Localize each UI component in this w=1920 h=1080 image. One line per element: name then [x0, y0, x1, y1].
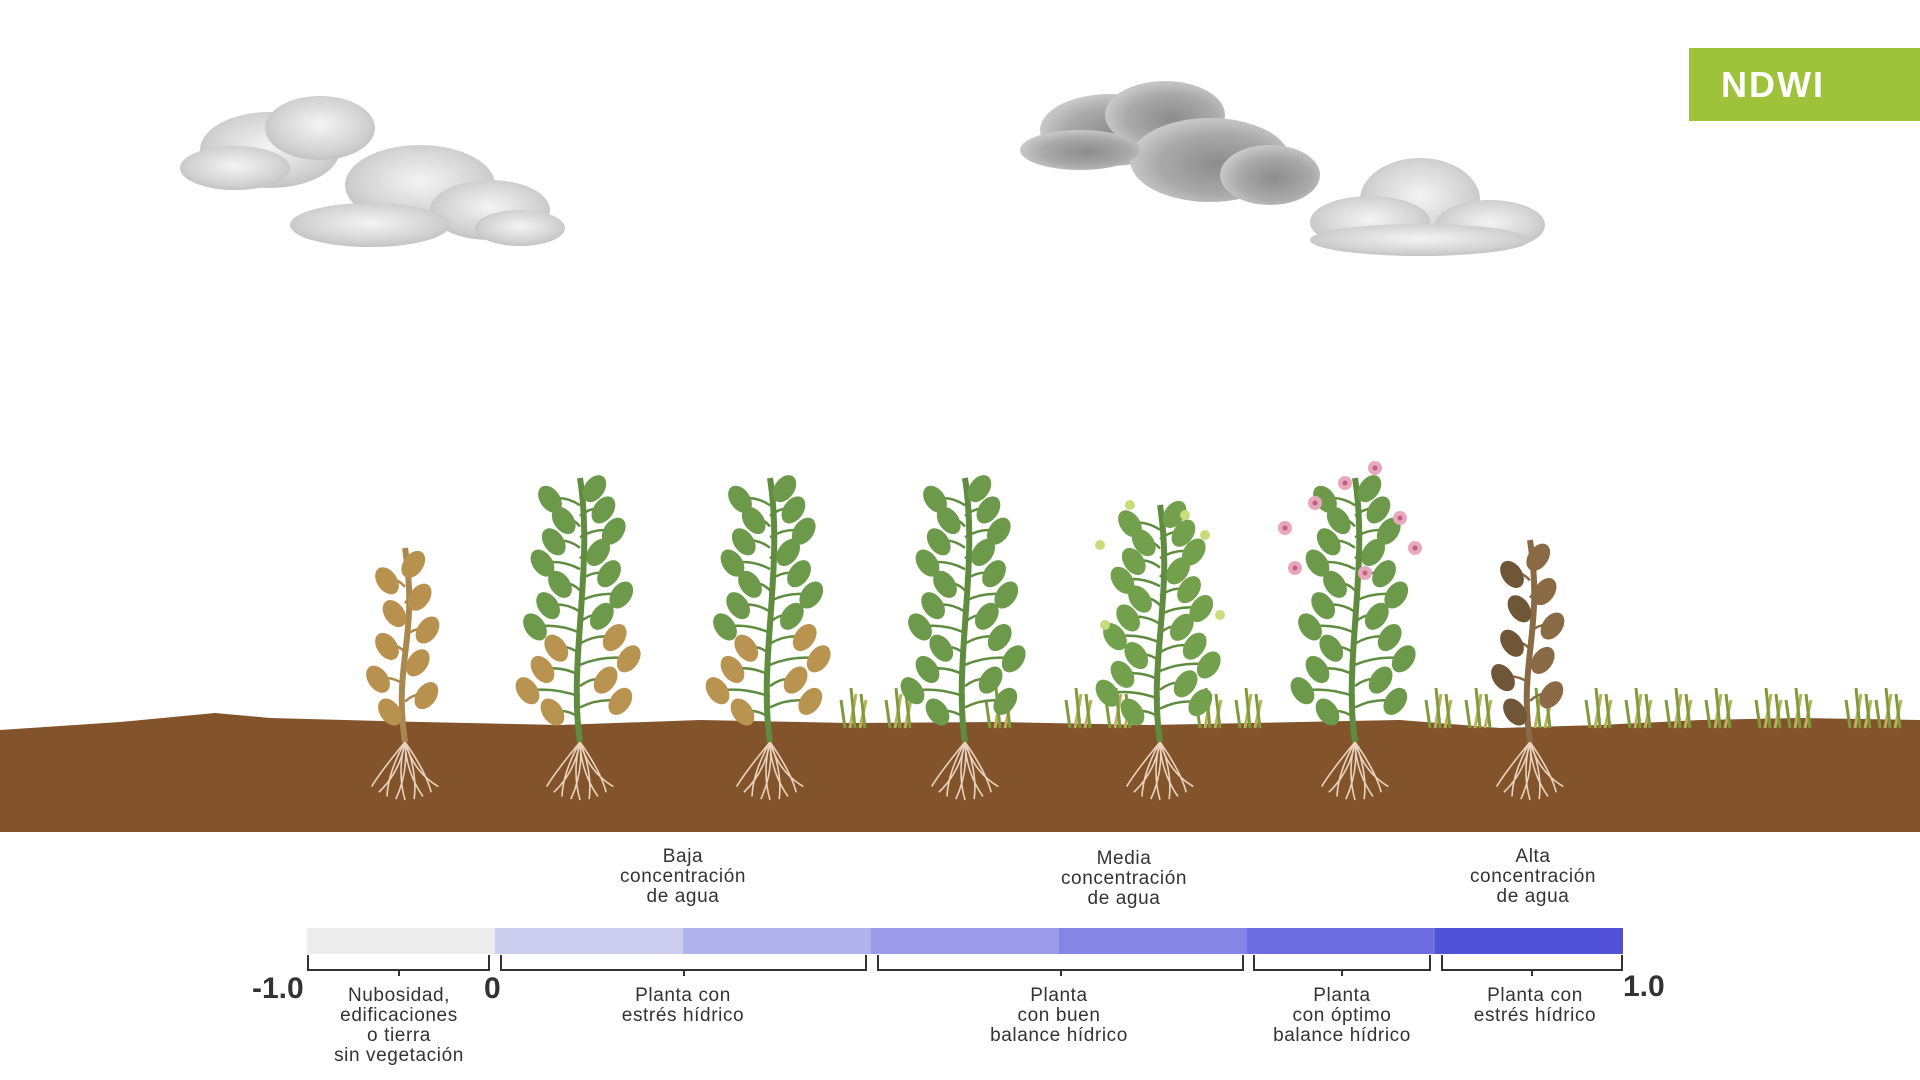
label-high-water: Alta concentración de agua [1469, 846, 1597, 907]
bracket-good-balance [877, 955, 1244, 971]
label-medium-water: Media concentración de agua [1060, 848, 1188, 909]
scale-segment [1059, 928, 1247, 954]
bracket-stress-low [500, 955, 867, 971]
plant-icon [1278, 461, 1422, 801]
cloud-left-icon [180, 96, 565, 247]
plant-icon [705, 475, 831, 801]
label-optimal-balance: Planta con óptimo balance hídrico [1273, 985, 1411, 1046]
bracket-no-vegetation [307, 955, 490, 971]
bracket-optimal-balance [1253, 955, 1431, 971]
plant-icon [515, 475, 641, 801]
scale-segment [1435, 928, 1623, 954]
label-no-vegetation: Nubosidad, edificaciones o tierra sin ve… [334, 985, 464, 1066]
label-low-water: Baja concentración de agua [619, 846, 747, 907]
label-good-balance: Planta con buen balance hídrico [990, 985, 1128, 1046]
plant-icon [900, 475, 1026, 801]
plants [366, 461, 1565, 801]
label-stress-low: Planta con estrés hídrico [621, 985, 745, 1026]
scale-segment [495, 928, 683, 954]
label-stress-high: Planta con estrés hídrico [1473, 985, 1597, 1026]
scale-segment [1247, 928, 1435, 954]
scale-zero-label: 0 [484, 972, 501, 1005]
scale-segment [307, 928, 495, 954]
plant-icon [366, 547, 440, 801]
bracket-stress-high [1441, 955, 1623, 971]
scale-min-label: -1.0 [252, 972, 304, 1005]
soil [0, 713, 1920, 832]
ndwi-badge: NDWI [1689, 48, 1920, 121]
scale-segment [871, 928, 1059, 954]
cloud-right-icon [1310, 158, 1545, 256]
scale-max-label: 1.0 [1623, 970, 1665, 1003]
cloud-dark-icon [1020, 81, 1320, 205]
plant-icon [1491, 539, 1565, 801]
ndwi-color-scale [307, 928, 1623, 954]
scale-segment [683, 928, 871, 954]
plant-icon [1095, 500, 1225, 801]
